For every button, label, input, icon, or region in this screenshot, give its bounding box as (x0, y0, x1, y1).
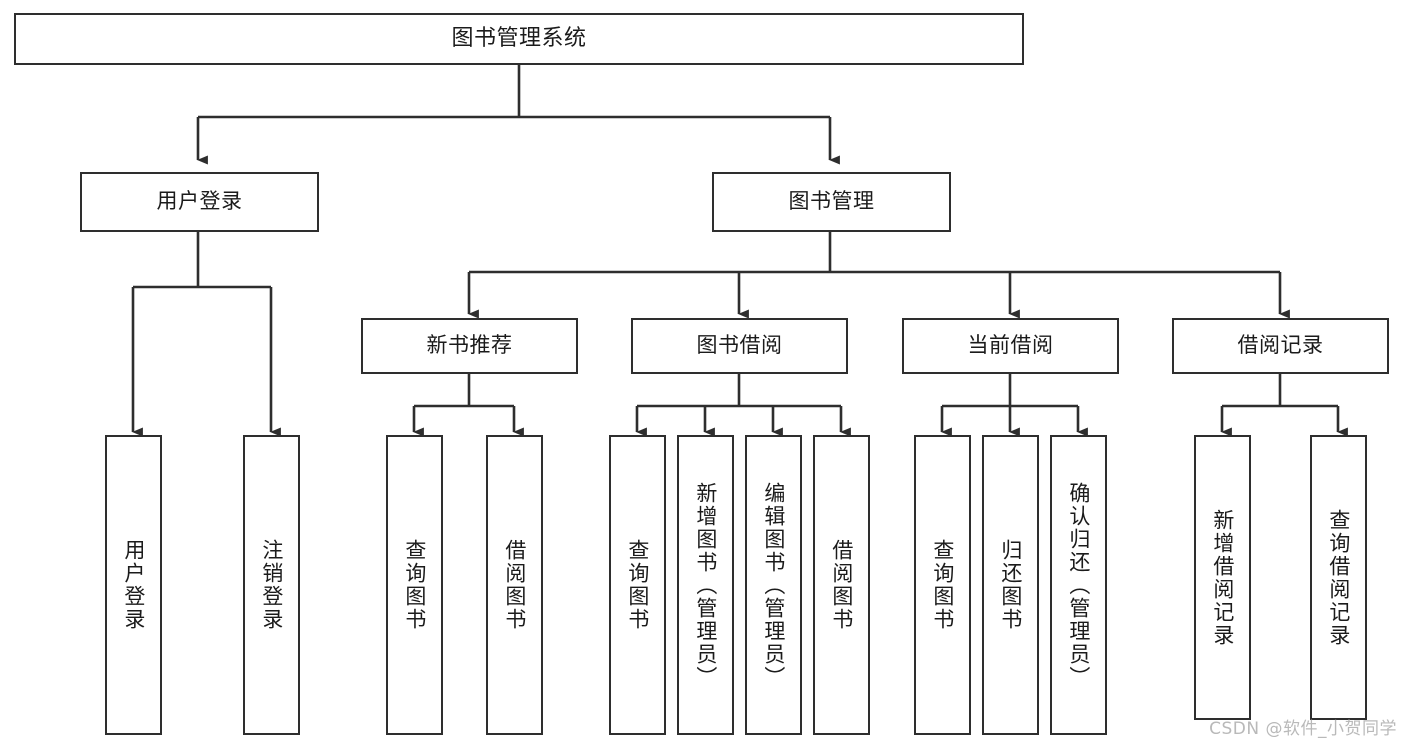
node-label: 查询图书 (930, 539, 955, 631)
node-label: 查询借阅记录 (1326, 508, 1351, 647)
node-label: 查询图书 (625, 539, 650, 631)
node-root-system[interactable]: 图书管理系统 (14, 13, 1024, 65)
node-book-management[interactable]: 图书管理 (712, 172, 951, 232)
node-label: 查询图书 (402, 539, 427, 631)
leaf-query-book-current[interactable]: 查询图书 (914, 435, 971, 735)
node-label: 新增图书（管理员） (693, 481, 718, 689)
node-label: 借阅图书 (502, 539, 527, 631)
leaf-query-book-borrow[interactable]: 查询图书 (609, 435, 666, 735)
node-label: 新书推荐 (426, 333, 513, 358)
leaf-borrow-book-recommend[interactable]: 借阅图书 (486, 435, 543, 735)
leaf-add-borrow-record[interactable]: 新增借阅记录 (1194, 435, 1251, 720)
node-label: 编辑图书（管理员） (761, 481, 786, 689)
node-label: 借阅记录 (1237, 333, 1324, 358)
node-label: 当前借阅 (967, 333, 1054, 358)
node-label: 借阅图书 (829, 539, 854, 631)
node-label: 用户登录 (156, 189, 243, 214)
leaf-logout[interactable]: 注销登录 (243, 435, 300, 735)
leaf-query-book-recommend[interactable]: 查询图书 (386, 435, 443, 735)
node-label: 注销登录 (259, 539, 284, 631)
node-label: 归还图书 (998, 539, 1023, 631)
leaf-add-book-admin[interactable]: 新增图书（管理员） (677, 435, 734, 735)
node-label: 图书借阅 (696, 333, 783, 358)
node-label: 确认归还（管理员） (1066, 481, 1091, 689)
node-label: 图书管理 (788, 189, 875, 214)
node-borrow-record[interactable]: 借阅记录 (1172, 318, 1389, 374)
leaf-query-borrow-record[interactable]: 查询借阅记录 (1310, 435, 1367, 720)
leaf-confirm-return-admin[interactable]: 确认归还（管理员） (1050, 435, 1107, 735)
node-label: 图书管理系统 (451, 25, 587, 51)
node-user-login[interactable]: 用户登录 (80, 172, 319, 232)
node-new-book-recommend[interactable]: 新书推荐 (361, 318, 578, 374)
leaf-borrow-book[interactable]: 借阅图书 (813, 435, 870, 735)
node-book-borrow[interactable]: 图书借阅 (631, 318, 848, 374)
csdn-watermark: CSDN @软件_小贺同学 (1209, 719, 1397, 739)
node-label: 用户登录 (121, 539, 146, 631)
leaf-edit-book-admin[interactable]: 编辑图书（管理员） (745, 435, 802, 735)
leaf-return-book[interactable]: 归还图书 (982, 435, 1039, 735)
node-label: 新增借阅记录 (1210, 508, 1235, 647)
leaf-user-login[interactable]: 用户登录 (105, 435, 162, 735)
node-current-borrow[interactable]: 当前借阅 (902, 318, 1119, 374)
